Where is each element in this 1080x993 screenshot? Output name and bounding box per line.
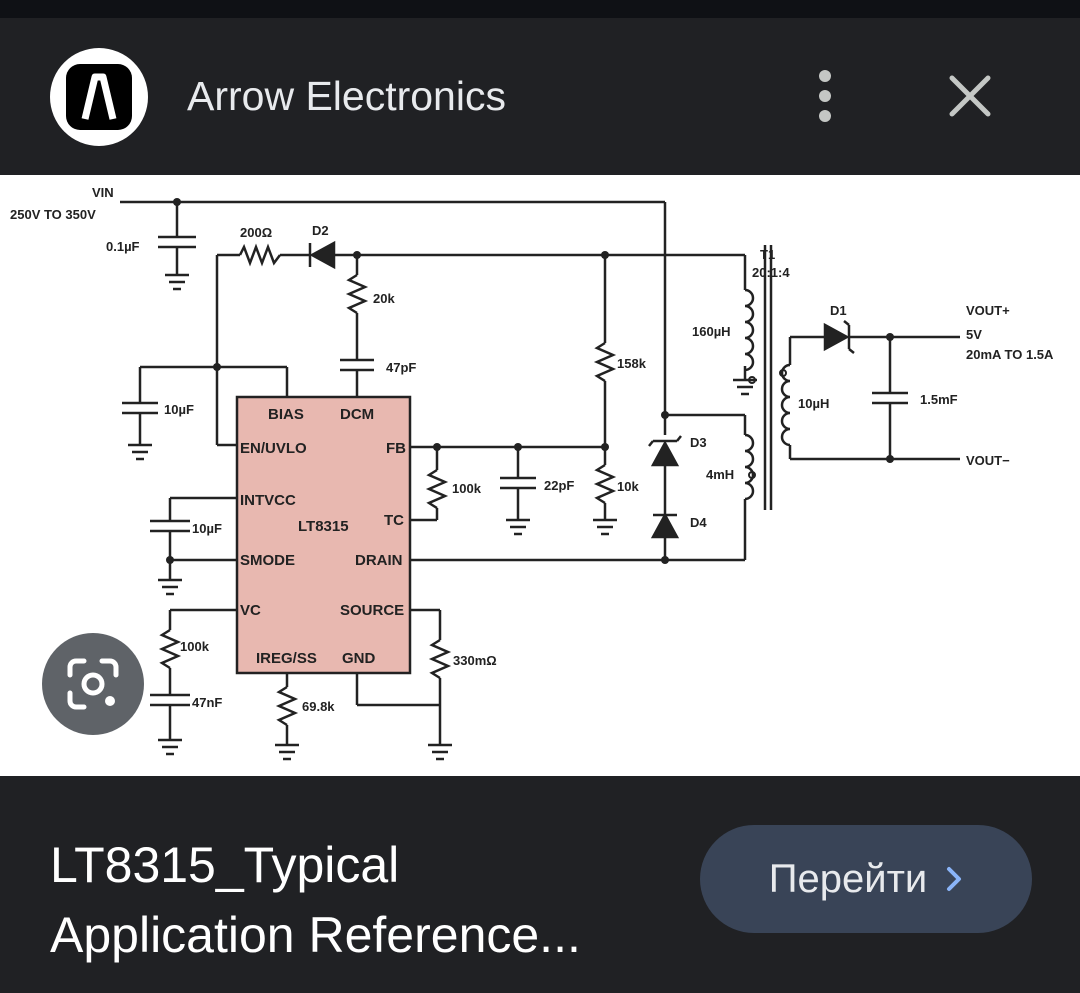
res-vc-label: 100k: [180, 639, 210, 654]
visit-button-label: Перейти: [768, 856, 928, 901]
diode-d3-label: D3: [690, 435, 707, 450]
res-10k-label: 10k: [617, 479, 639, 494]
visit-button[interactable]: Перейти: [700, 825, 1032, 933]
cap-input-label: 0.1µF: [106, 239, 140, 254]
ind-10uh-label: 10µH: [798, 396, 829, 411]
ic-lt8315: [235, 395, 412, 675]
cap-output-label: 1.5mF: [920, 392, 958, 407]
pin-vc: VC: [240, 602, 261, 619]
result-title[interactable]: LT8315_Typical Application Reference...: [50, 830, 670, 970]
pin-gnd: GND: [342, 650, 376, 667]
vout-plus-label: VOUT+: [966, 303, 1010, 318]
pin-tc: TC: [384, 512, 404, 529]
title-line-1: LT8315_Typical: [50, 837, 400, 893]
pin-en-uvlo: EN/UVLO: [240, 440, 307, 457]
schematic-image[interactable]: BIAS DCM EN/UVLO FB INTVCC LT8315 TC SMO…: [0, 175, 1080, 776]
pin-intvcc: INTVCC: [240, 492, 296, 509]
res-fb-label: 100k: [452, 481, 482, 496]
ind-160uh-label: 160µH: [692, 324, 731, 339]
diode-d2-label: D2: [312, 223, 329, 238]
status-bar-strip: [0, 0, 1080, 18]
image-viewer-header: Arrow Electronics: [0, 18, 1080, 175]
pin-ireg-ss: IREG/SS: [256, 650, 317, 667]
ind-4mh-label: 4mH: [706, 467, 734, 482]
diode-d1-label: D1: [830, 303, 847, 318]
cap-22pf-label: 22pF: [544, 478, 574, 493]
vin-range-label: 250V TO 350V: [10, 207, 96, 222]
cap-47nf-label: 47nF: [192, 695, 222, 710]
res-200-label: 200Ω: [240, 225, 272, 240]
pin-drain: DRAIN: [355, 552, 403, 569]
res-330m-label: 330mΩ: [453, 653, 497, 668]
ic-name: LT8315: [298, 518, 349, 535]
cap-bias-label: 10µF: [164, 402, 194, 417]
diode-d4-label: D4: [690, 515, 707, 530]
pin-source: SOURCE: [340, 602, 404, 619]
vin-label: VIN: [92, 185, 114, 200]
cap-intvcc-label: 10µF: [192, 521, 222, 536]
vout-minus-label: VOUT−: [966, 453, 1010, 468]
close-icon[interactable]: [940, 66, 1000, 126]
pin-dcm: DCM: [340, 406, 374, 423]
vout-range-label: 20mA TO 1.5A: [966, 347, 1054, 362]
pin-bias: BIAS: [268, 406, 304, 423]
title-line-2: Application Reference...: [50, 907, 581, 963]
pin-fb: FB: [386, 440, 406, 457]
google-lens-icon[interactable]: [42, 633, 144, 735]
site-name[interactable]: Arrow Electronics: [187, 73, 506, 119]
res-20k-label: 20k: [373, 291, 395, 306]
res-158k-label: 158k: [617, 356, 647, 371]
arrow-logo-icon: [66, 64, 132, 130]
vout-voltage-label: 5V: [966, 327, 982, 342]
site-logo[interactable]: [50, 48, 148, 146]
more-vert-icon[interactable]: [800, 66, 850, 126]
pin-smode: SMODE: [240, 552, 295, 569]
chevron-right-icon: [945, 865, 963, 893]
res-69k8-label: 69.8k: [302, 699, 335, 714]
cap-47pf-label: 47pF: [386, 360, 416, 375]
transformer-label: T1: [760, 247, 775, 262]
transformer-ratio-label: 20:1:4: [752, 265, 790, 280]
